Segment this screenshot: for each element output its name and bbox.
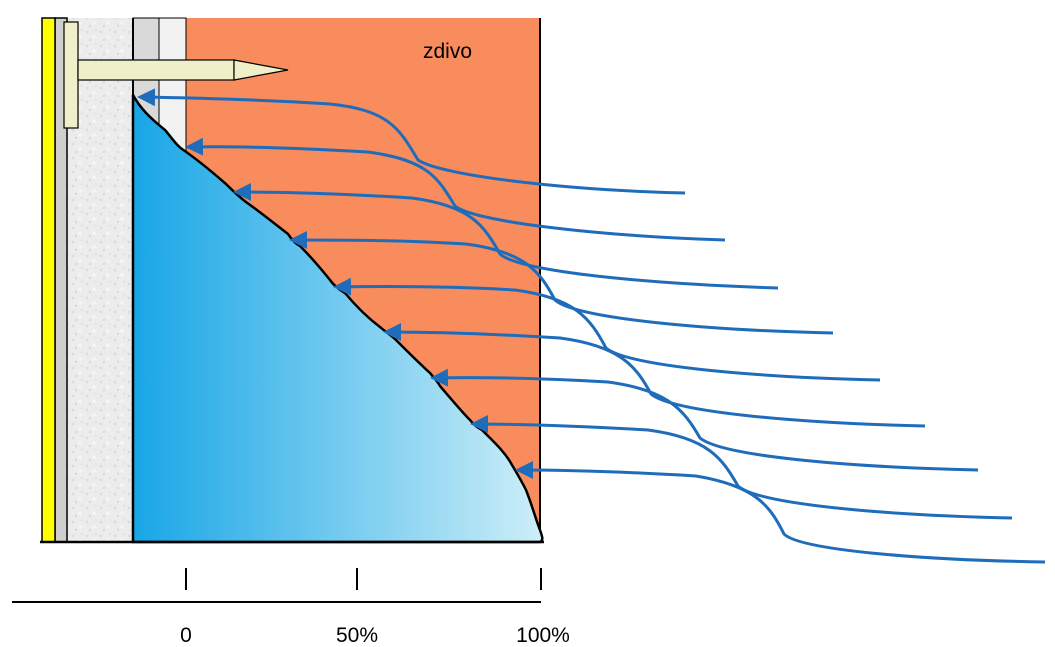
material-label: zdivo	[423, 40, 472, 63]
flow-arrow-icon	[383, 323, 926, 428]
flow-arrow-icon	[233, 183, 779, 290]
flow-arrow-icon	[470, 415, 1013, 520]
flow-arrow-icon	[289, 231, 834, 335]
scale-label-0: 0	[180, 624, 192, 647]
wall-anchor-icon	[63, 21, 289, 129]
flow-arrow-icon	[333, 277, 881, 382]
wet-zone	[131, 94, 544, 544]
flow-arrow-icon	[185, 137, 726, 242]
scale-label-100: 100%	[516, 624, 570, 647]
flow-arrow-icon	[430, 368, 979, 472]
scale-label-50: 50%	[336, 624, 378, 647]
flow-arrows	[137, 88, 1046, 564]
scale-bar	[12, 568, 542, 603]
flow-arrow-icon	[515, 461, 1046, 564]
yellow-layer	[41, 17, 56, 543]
flow-arrow-icon	[137, 88, 686, 195]
